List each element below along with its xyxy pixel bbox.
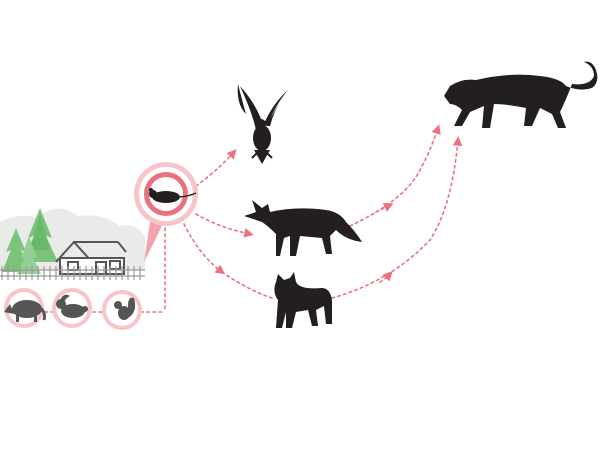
- arrow-rat-fox: [195, 213, 254, 238]
- raccoon-icon: [4, 300, 46, 322]
- arrow-fox-lion: [349, 124, 441, 227]
- squirrel-icon: [114, 297, 136, 320]
- arrow-bobcat-lion-mid: [379, 271, 393, 283]
- rabbit-node: [52, 288, 92, 328]
- fox-icon: [244, 200, 362, 256]
- fence: [0, 266, 145, 280]
- squirrel-node: [102, 290, 142, 330]
- rabbit-icon: [56, 294, 88, 318]
- arrow-rat-bobcat: [183, 223, 226, 275]
- scene-background: [0, 208, 145, 280]
- arrow-bobcat-lion: [331, 136, 463, 299]
- bobcat-icon: [274, 272, 332, 328]
- rat-icon: [149, 188, 197, 203]
- arrow-rat-bobcat-tail: [221, 271, 273, 299]
- rat-target: [134, 162, 198, 262]
- arrow-fox-lion-mid: [375, 203, 394, 213]
- arrow-rat-owl: [195, 149, 237, 187]
- pine-trees: [2, 208, 58, 274]
- prey-row: [4, 288, 142, 330]
- mountain-lion-icon: [444, 61, 598, 128]
- owl-icon: [237, 84, 288, 164]
- raccoon-node: [4, 288, 46, 328]
